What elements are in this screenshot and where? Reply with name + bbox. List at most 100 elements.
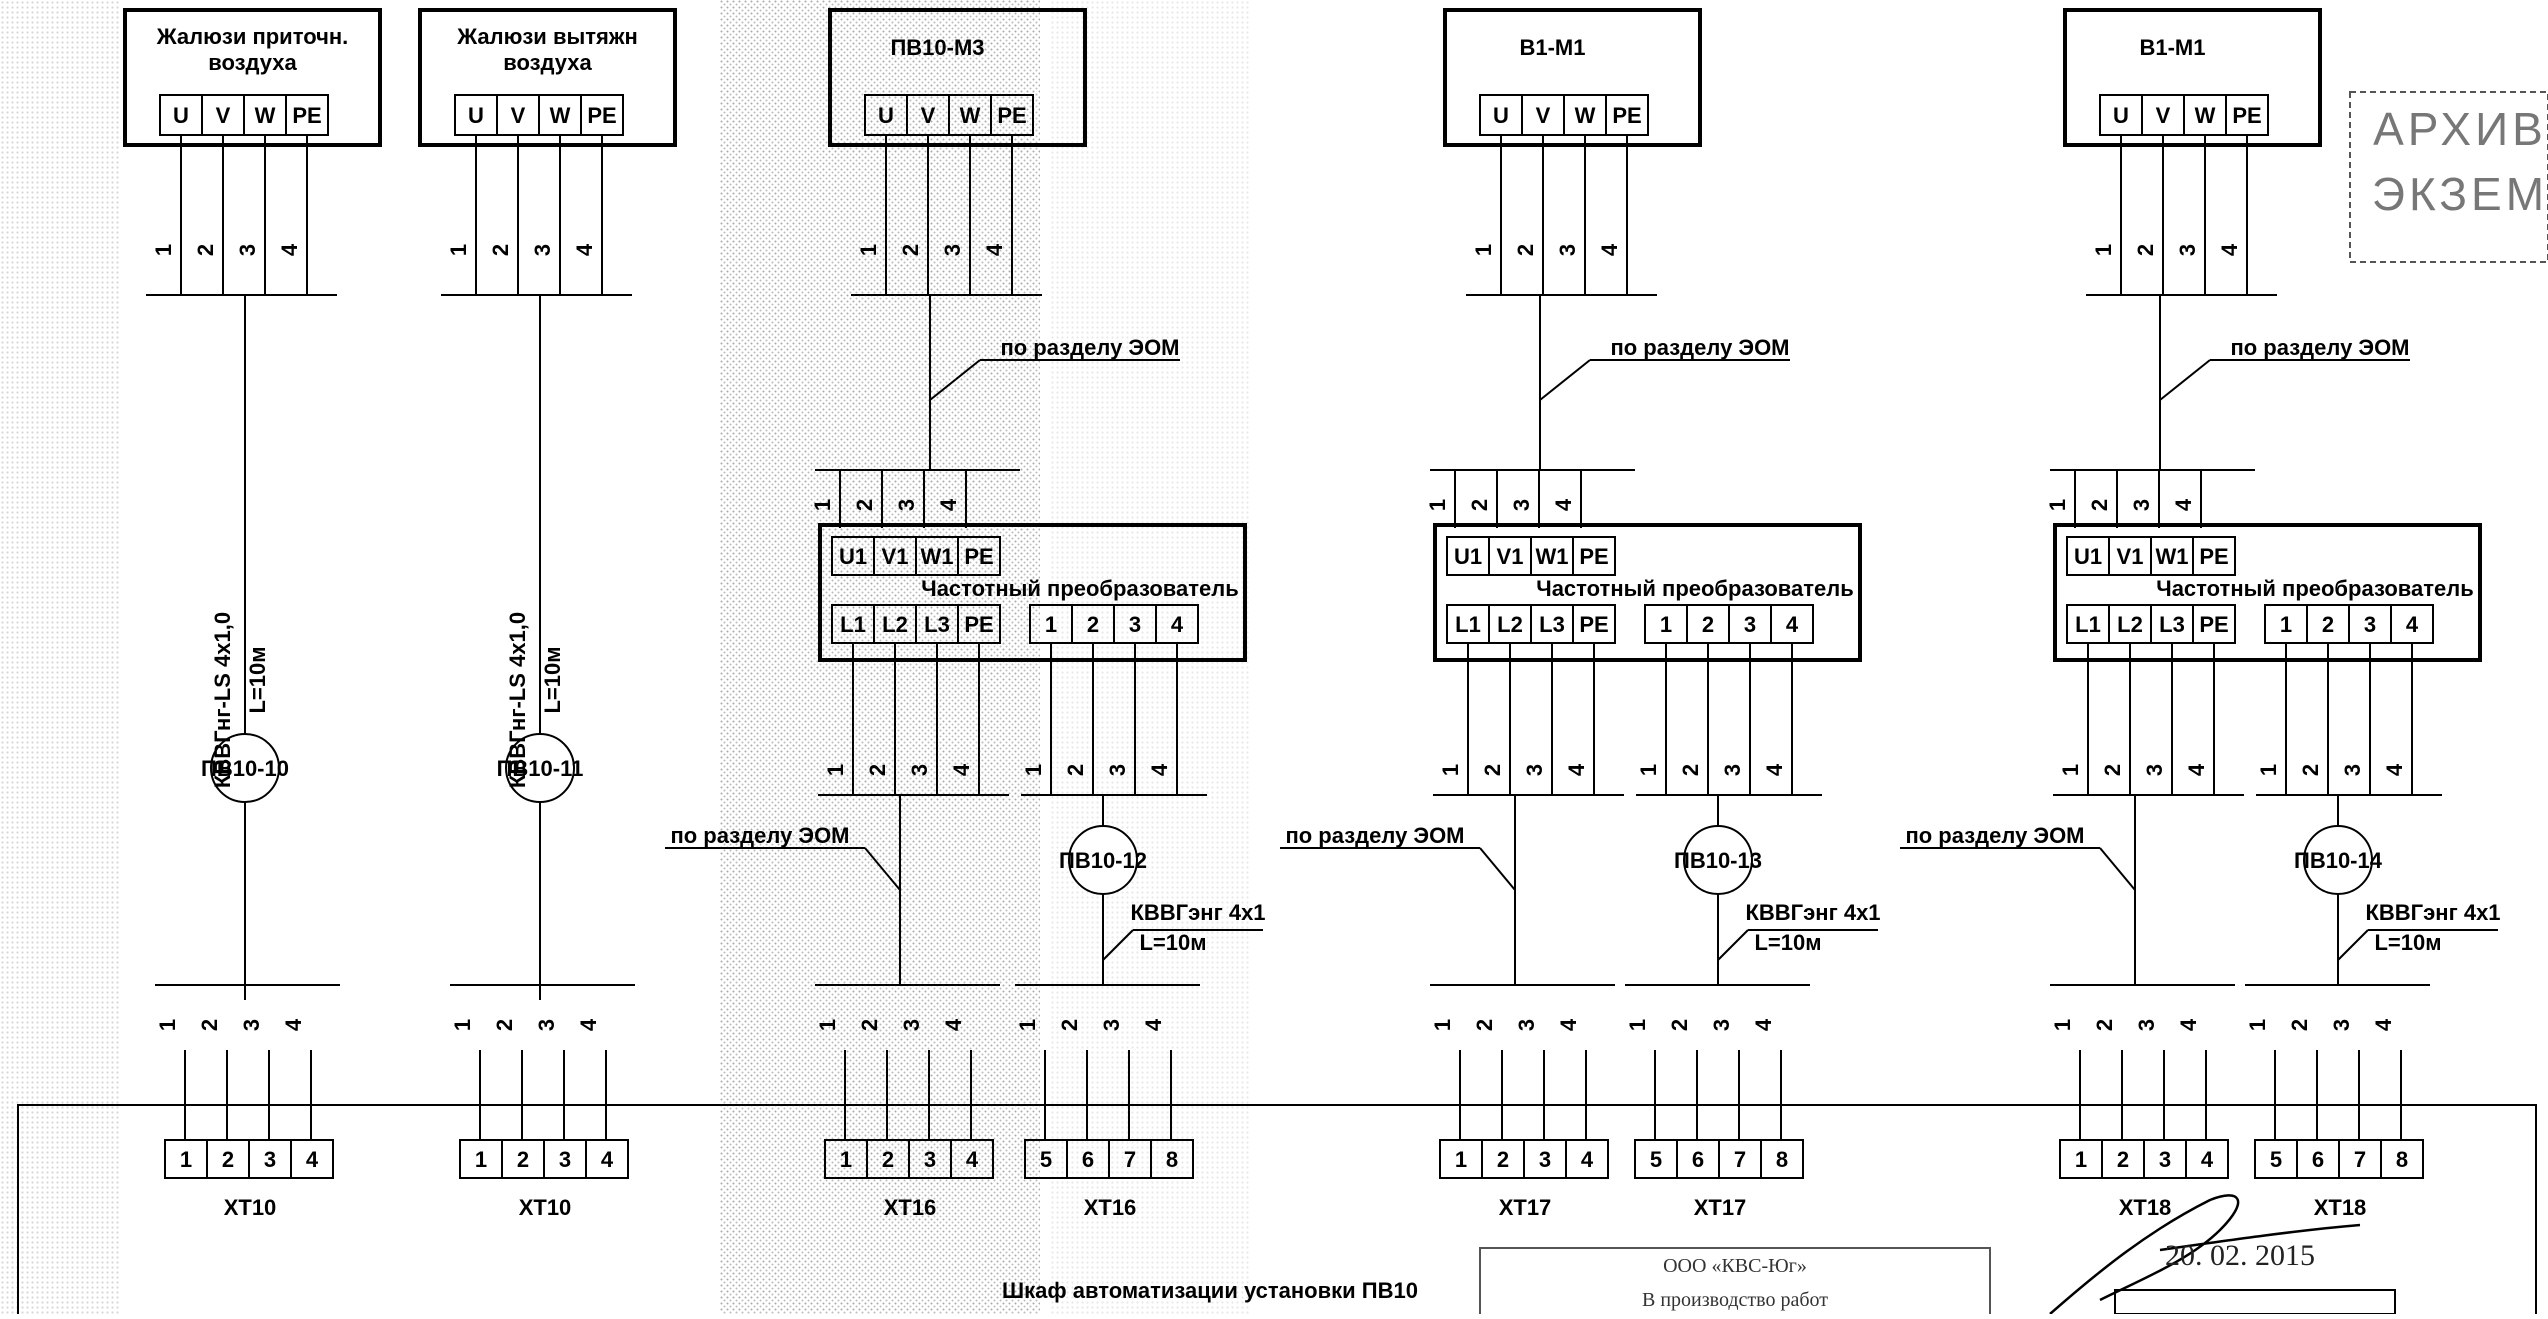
cable-marker: [1683, 825, 1753, 895]
cable-marker: [2303, 825, 2373, 895]
motor-wire-number: 3: [2175, 244, 2200, 256]
cab-terminal-label: 3: [1539, 1147, 1551, 1172]
conv-ctrl-number: 4: [1762, 763, 1787, 776]
conv-ctrl-number: 3: [2340, 764, 2365, 776]
cab-terminal-cell: [585, 1139, 629, 1179]
conv-power-terminal-label: L2: [1497, 612, 1523, 637]
conv-ctrl-terminal-label: 2: [2322, 612, 2334, 637]
cab-terminal-label: 1: [2075, 1147, 2087, 1172]
motor-terminal-label: U: [173, 103, 189, 128]
cable-length: L=10м: [1754, 930, 1821, 955]
conv-top-terminal-label: U1: [1454, 544, 1482, 569]
cab-wire-number: 4: [2176, 1018, 2201, 1031]
cab-wire-number: 4: [2371, 1018, 2396, 1031]
terminal-block-label: XT17: [1694, 1195, 1747, 1220]
cable-leader: [1102, 929, 1134, 961]
cabinet-outline: [17, 1104, 2537, 1319]
conv-power-terminal-label: L3: [2159, 612, 2185, 637]
cab-wire-number: 4: [576, 1018, 601, 1031]
conv-ctrl-number: 1: [2256, 764, 2281, 776]
conv-power-number: 2: [865, 764, 890, 776]
cable-leader: [2337, 929, 2369, 961]
conv-ctrl-terminal-label: 3: [1129, 612, 1141, 637]
cab-terminal-cell: [1565, 1139, 1609, 1179]
conv-power-number: 4: [1564, 763, 1589, 776]
cab-terminal-label: 2: [882, 1147, 894, 1172]
motor-box: [2063, 8, 2322, 147]
conv-in-number: 3: [2129, 499, 2154, 511]
motor-wire-number: 1: [2091, 244, 2116, 256]
cab-wire-number: 2: [2287, 1019, 2312, 1031]
cab-terminal-label: 8: [1776, 1147, 1788, 1172]
converter-title: Частотный преобразователь: [2156, 576, 2474, 601]
motor-terminal-label: PE: [2232, 103, 2261, 128]
motor-box: [418, 8, 677, 147]
cab-terminal-label: 8: [1166, 1147, 1178, 1172]
cab-terminal-label: 6: [2312, 1147, 2324, 1172]
signature: [2049, 1194, 2361, 1315]
conv-ctrl-number: 1: [1636, 764, 1661, 776]
conv-ctrl-number: 4: [1147, 763, 1172, 776]
terminal-block-label: XT17: [1499, 1195, 1552, 1220]
conv-ctrl-terminal-label: 1: [2280, 612, 2292, 637]
conv-power-terminal-label: PE: [964, 612, 993, 637]
cable-id: ПВ10-12: [1059, 848, 1147, 873]
motor-terminal-label: W: [550, 103, 571, 128]
cab-terminal-label: 2: [1497, 1147, 1509, 1172]
motor-wire-number: 3: [530, 244, 555, 256]
terminal-block-label: XT18: [2314, 1195, 2367, 1220]
motor-wire-number: 2: [898, 244, 923, 256]
cab-wire-number: 4: [281, 1018, 306, 1031]
cab-wire-number: 2: [492, 1019, 517, 1031]
conv-power-number: 1: [2058, 764, 2083, 776]
cable-id: ПВ10-11: [497, 756, 584, 781]
conv-power-number: 1: [1438, 764, 1463, 776]
conv-in-number: 4: [936, 498, 961, 511]
scan-shade-right: [1050, 0, 1250, 1314]
motor-wire-number: 2: [1513, 244, 1538, 256]
cab-wire-number: 3: [2329, 1019, 2354, 1031]
note-eom: по разделу ЭОМ: [1000, 335, 1179, 360]
motor-terminal-label: PE: [1612, 103, 1641, 128]
motor-title: В1-М1: [2139, 35, 2205, 60]
motor-subtitle: воздуха: [503, 50, 592, 75]
conv-ctrl-terminal-label: 1: [1660, 612, 1672, 637]
cable-type: КВВГнг-LS 4х1,0: [505, 612, 530, 788]
cab-terminal-label: 5: [1040, 1147, 1052, 1172]
terminal-block-label: XT10: [224, 1195, 277, 1220]
conv-power-terminal-label: L3: [1539, 612, 1565, 637]
motor-terminal-label: V: [511, 103, 526, 128]
cab-wire-number: 4: [1556, 1018, 1581, 1031]
conv-top-terminal-label: PE: [2199, 544, 2228, 569]
conv-power-number: 3: [1522, 764, 1547, 776]
conv-in-number: 4: [1551, 498, 1576, 511]
cab-wire-number: 3: [2134, 1019, 2159, 1031]
note-leader: [2099, 847, 2136, 891]
cab-terminal-label: 1: [1455, 1147, 1467, 1172]
cab-wire-number: 1: [1430, 1019, 1455, 1031]
cable-leader: [1717, 929, 1749, 961]
company-stamp-line1: ООО «КВС-Юг»: [1663, 1255, 1807, 1277]
cab-wire-number: 3: [534, 1019, 559, 1031]
cab-terminal-label: 7: [1734, 1147, 1746, 1172]
conv-in-number: 1: [1425, 499, 1450, 511]
cab-terminal-label: 3: [264, 1147, 276, 1172]
motor-terminal-label: W: [960, 103, 981, 128]
conv-top-terminal-label: V1: [882, 544, 909, 569]
conv-top-terminal-cell: [1572, 536, 1616, 576]
conv-in-number: 1: [2045, 499, 2070, 511]
cab-terminal-cell: [2380, 1139, 2424, 1179]
note-eom: по разделу ЭОМ: [670, 823, 849, 848]
motor-box: [123, 8, 382, 147]
cab-terminal-cell: [1150, 1139, 1194, 1179]
cab-terminal-cell: [290, 1139, 334, 1179]
conv-power-number: 2: [1480, 764, 1505, 776]
conv-top-terminal-label: W1: [921, 544, 954, 569]
motor-terminal-label: V: [921, 103, 936, 128]
motor-terminal-label: PE: [292, 103, 321, 128]
conv-in-number: 2: [2087, 499, 2112, 511]
cab-terminal-label: 8: [2396, 1147, 2408, 1172]
cable-type: КВВГэнг 4х1: [1130, 900, 1265, 925]
